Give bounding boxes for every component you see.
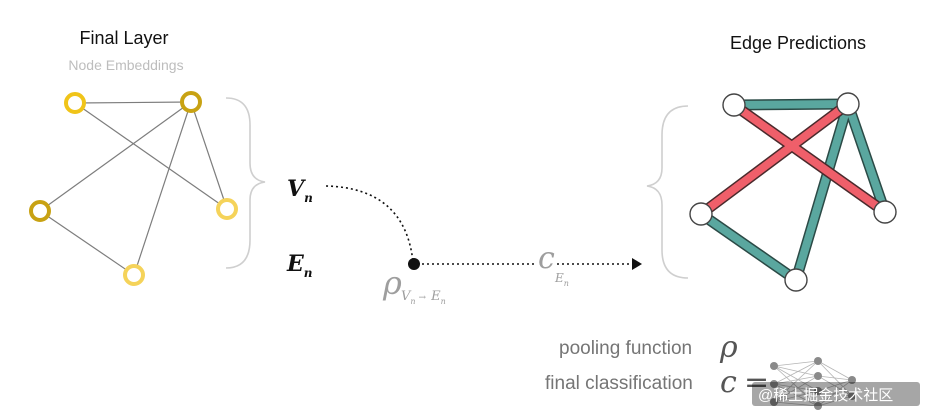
right-node (836, 92, 860, 116)
right-edge-teal (844, 100, 889, 216)
right-edge-teal (792, 100, 852, 284)
pooling-dot (408, 258, 420, 270)
c-label: c (538, 241, 555, 276)
neural-network-icon (770, 357, 856, 410)
right-edge-red (730, 101, 889, 216)
left-edge (39, 101, 192, 212)
right-graph-teal-edges (695, 98, 891, 286)
pooling-curve-arrow (325, 185, 414, 263)
left-edge (74, 102, 228, 210)
left-panel-title: Final Layer (79, 28, 168, 48)
rho-label: ρ (382, 264, 402, 302)
left-node (180, 91, 202, 113)
left-edge (133, 101, 192, 276)
arrow-head (632, 258, 642, 270)
left-node (64, 92, 86, 114)
legend-pooling-symbol: ρ (719, 330, 738, 365)
legend-classification-label: final classification (545, 373, 693, 394)
left-node (29, 200, 51, 222)
right-edge-teal (697, 210, 800, 284)
right-node (784, 268, 808, 292)
right-node (722, 93, 746, 117)
left-edge (74, 101, 192, 104)
left-graph-nodes (29, 91, 238, 286)
svg-text:@稀土掘金技术社区: @稀土掘金技术社区 (758, 387, 893, 404)
left-node (216, 198, 238, 220)
left-graph-edges (39, 101, 228, 276)
right-graph-red-edges (695, 98, 891, 220)
right-node (873, 200, 897, 224)
left-edge (39, 210, 135, 276)
right-curly-brace (646, 105, 689, 279)
left-node (123, 264, 145, 286)
right-edge-red (697, 100, 852, 218)
right-graph-nodes (689, 92, 897, 292)
right-edge-teal (730, 100, 852, 109)
right-node (689, 202, 713, 226)
left-panel-subtitle: Node Embeddings (68, 57, 183, 73)
right-panel-title: Edge Predictions (730, 33, 866, 53)
rho-subscript: Vn→En (401, 289, 446, 306)
v-n-label: Vn (287, 176, 313, 205)
legend-equals: = (744, 365, 769, 400)
left-curly-brace (225, 97, 266, 269)
e-n-label: En (286, 251, 313, 280)
left-edge (190, 101, 228, 210)
legend-classification-symbol: c (720, 365, 737, 400)
watermark: @稀土掘金技术社区 (752, 382, 920, 406)
c-subscript: En (554, 271, 569, 288)
legend-pooling-label: pooling function (559, 338, 692, 359)
